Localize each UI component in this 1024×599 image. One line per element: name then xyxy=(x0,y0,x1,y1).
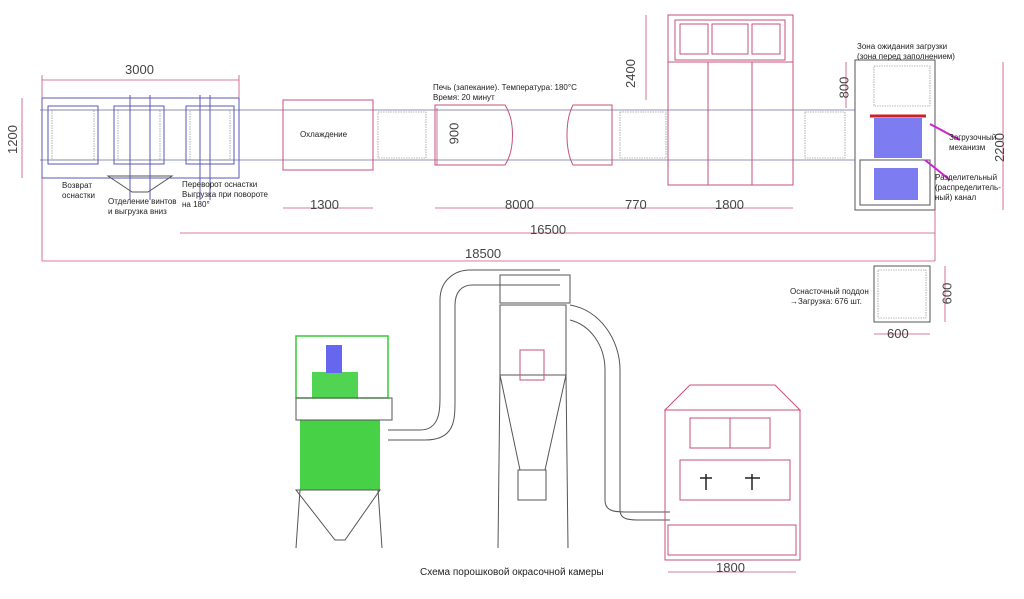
dim-1200: 1200 xyxy=(4,125,20,154)
label-wait-zone: Зона ожидания загрузки (зона перед запол… xyxy=(857,42,955,61)
dim-600-bottom: 600 xyxy=(887,326,909,341)
dim-1800-top: 1800 xyxy=(715,197,744,212)
loader-blue-lower xyxy=(874,168,918,200)
dim-8000: 8000 xyxy=(505,197,534,212)
dim-770: 770 xyxy=(625,197,647,212)
label-screws: Отделение винтов и выгрузка вниз xyxy=(108,197,177,216)
label-return: Возврат оснастки xyxy=(62,181,95,200)
conveyor-line xyxy=(40,109,855,161)
label-pallet: Оснасточный поддон →Загрузка: 676 шт. xyxy=(790,287,869,306)
spray-cabin xyxy=(663,384,802,561)
label-divider: Разделительный (распределитель- ный) кан… xyxy=(935,173,1001,202)
label-oven: Печь (запекание). Температура: 180°C Вре… xyxy=(433,83,577,102)
dim-600-side: 600 xyxy=(939,282,955,305)
spray-booth xyxy=(667,14,794,186)
cyclone xyxy=(497,304,569,549)
loader-blue-upper xyxy=(874,118,922,158)
dim-900: 900 xyxy=(446,122,462,145)
dimension-lines xyxy=(21,15,1004,262)
label-loader: Загрузочный механизм xyxy=(949,133,997,152)
oven xyxy=(434,104,613,166)
dim-3000: 3000 xyxy=(125,62,154,77)
spray-guns xyxy=(700,474,760,490)
loader-tower xyxy=(854,59,936,211)
dim-18500: 18500 xyxy=(465,246,502,261)
divider-arrow xyxy=(924,159,951,181)
diagram-caption: Схема порошковой окрасочной камеры xyxy=(420,567,604,578)
pallet-grids xyxy=(51,65,931,161)
screws-hopper xyxy=(106,175,174,193)
dim-16500: 16500 xyxy=(530,222,567,237)
loader-arrow xyxy=(929,123,961,141)
pallet-detail xyxy=(873,265,946,335)
label-cooling: Охлаждение xyxy=(300,130,348,139)
dim-1300: 1300 xyxy=(310,197,339,212)
return-station xyxy=(41,95,240,200)
dim-800: 800 xyxy=(836,76,852,99)
dim-1800-bottom: 1800 xyxy=(716,560,745,575)
cooling-box xyxy=(282,99,374,171)
label-flip: Переворот оснастки Выгрузка при повороте… xyxy=(182,180,268,209)
filter-unit xyxy=(294,335,393,549)
dim-2400: 2400 xyxy=(622,59,638,88)
ducts xyxy=(388,269,670,521)
